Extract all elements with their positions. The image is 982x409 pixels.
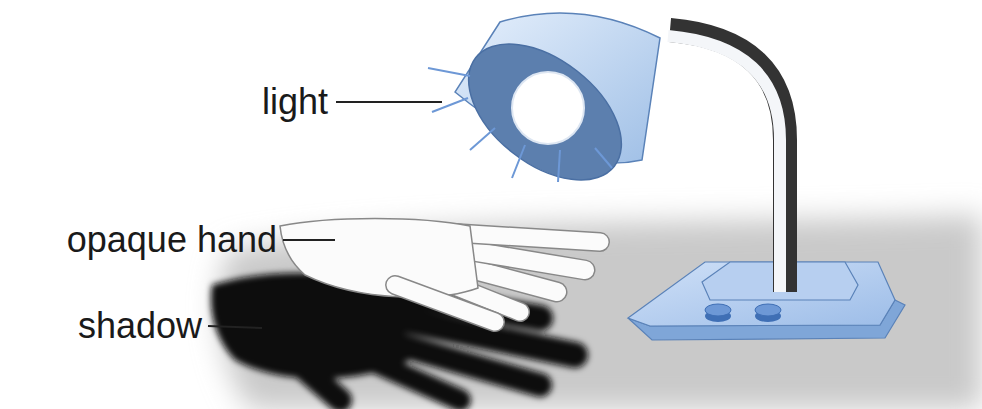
part-label: light [262, 82, 328, 122]
leader-line [208, 326, 262, 328]
lamp-arm [668, 30, 785, 292]
lamp-head [428, 13, 660, 207]
label-box: shadow [78, 306, 202, 346]
lamp-base [628, 262, 905, 340]
label-box: opaque hand [67, 220, 277, 260]
part-label: shadow [78, 306, 202, 346]
opaque-hand [280, 219, 600, 323]
leader-line [336, 101, 442, 103]
label-box: light [262, 82, 328, 122]
leader-line [283, 239, 335, 241]
part-label: opaque hand [67, 220, 277, 260]
